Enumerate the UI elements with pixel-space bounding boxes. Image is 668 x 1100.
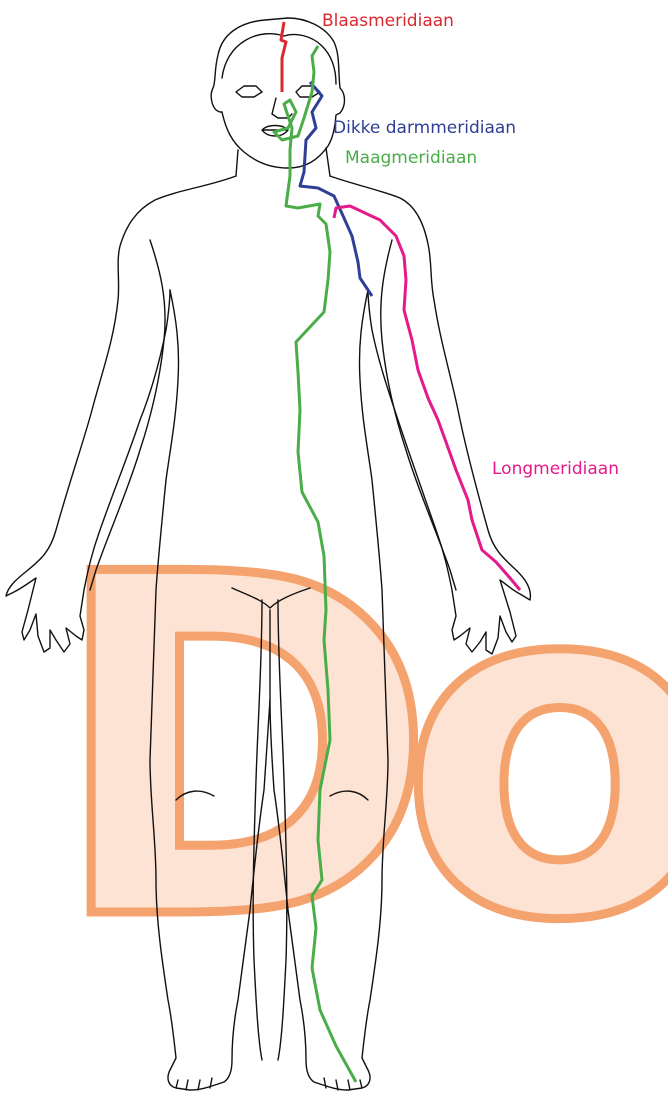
- neck-right: [326, 148, 330, 176]
- head-outline: [211, 18, 344, 168]
- dikke-darm-meridian-line: [300, 82, 372, 296]
- watermark-logo: Do Do: [48, 476, 668, 1023]
- hair-outline: [222, 34, 336, 84]
- left-eye: [236, 86, 262, 97]
- blaas-meridian-line: [281, 22, 286, 92]
- label-blaasmeridiaan: Blaasmeridiaan: [322, 13, 454, 30]
- label-dikke-darmmeridiaan: Dikke darmmeridiaan: [333, 120, 516, 137]
- neck-left: [236, 150, 238, 176]
- label-maagmeridiaan: Maagmeridiaan: [345, 150, 477, 167]
- watermark-text-outline: Do: [48, 476, 668, 1023]
- label-longmeridiaan: Longmeridiaan: [492, 461, 619, 478]
